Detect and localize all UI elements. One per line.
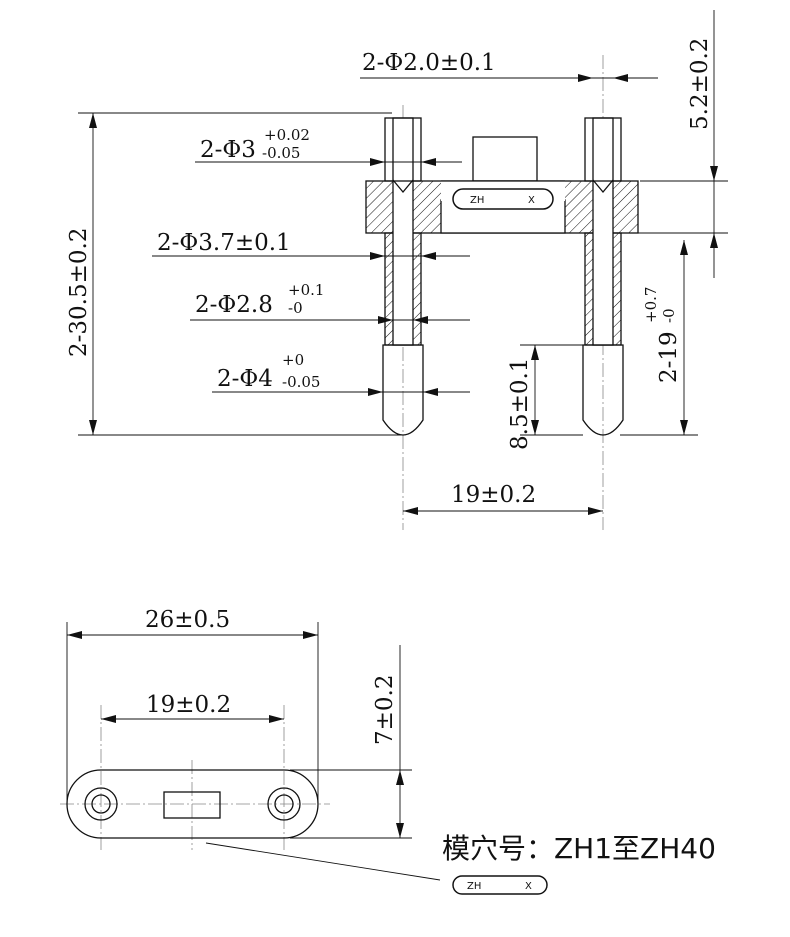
dim-pin-spacing-top: 19±0.2 [403, 482, 603, 515]
bottom-center-block [163, 791, 221, 819]
dim-overall-length: 2-30.5±0.2 [66, 112, 403, 436]
dim-pin-head-tol-upper: +0.02 [264, 126, 310, 144]
bottom-right-pin-outer [267, 787, 301, 821]
top-block [472, 136, 538, 182]
right-pin [582, 117, 624, 436]
dim-pin-spacing-top-label: 19±0.2 [451, 482, 536, 508]
dim-body-height: 7±0.2 [290, 645, 412, 839]
dim-pin-spacing-bottom-label: 19±0.2 [146, 692, 231, 718]
dim-pin-head-dia: 2-Φ3 +0.02 -0.05 [195, 126, 462, 166]
dim-pin-head-tol-lower: -0.05 [262, 144, 300, 162]
bottom-left-pin-outer [84, 787, 118, 821]
mold-mark-top-right: X [528, 195, 535, 206]
mold-mark-leader [205, 842, 441, 881]
bottom-left-pin-inner [91, 794, 111, 814]
dim-tip-length-label: 8.5±0.1 [507, 358, 533, 450]
dim-tip-dia-label: 2-Φ4 [217, 366, 273, 392]
dim-sleeve-tol-lower: -0 [288, 299, 303, 317]
mold-mark-bottom: ZH X [452, 875, 548, 895]
dim-shoulder-dia-label: 2-Φ3.7±0.1 [157, 230, 291, 256]
dim-overall-length-label: 2-30.5±0.2 [66, 228, 92, 357]
dim-pin-length: 2-19 +0.7 -0 [620, 240, 698, 436]
dim-sleeve-dia-label: 2-Φ2.8 [195, 292, 273, 318]
dim-pin-hole-dia-label: 2-Φ2.0±0.1 [362, 50, 496, 76]
dim-pin-head-dia-label: 2-Φ3 [200, 137, 256, 163]
dim-tip-tol-upper: +0 [282, 351, 304, 369]
mold-mark-top-left: ZH [470, 195, 484, 206]
mold-mark-bottom-right: X [525, 881, 532, 892]
dim-top-height: 5.2±0.2 [620, 10, 728, 278]
dim-tip-tol-lower: -0.05 [282, 373, 320, 391]
mold-mark-bottom-left: ZH [467, 881, 481, 892]
dim-pin-length-tol-upper: +0.7 [642, 287, 660, 323]
dim-top-height-label: 5.2±0.2 [687, 38, 713, 130]
top-view: ZH X 2-Φ2.0±0.1 [66, 10, 728, 530]
mold-mark-top: ZH X [452, 188, 554, 210]
dim-pin-length-tol-lower: -0 [660, 308, 678, 323]
left-pin [382, 117, 424, 436]
dim-pin-length-label: 2-19 [656, 331, 682, 383]
dim-shoulder-dia: 2-Φ3.7±0.1 [152, 230, 470, 260]
dim-tip-dia: 2-Φ4 +0 -0.05 [212, 351, 470, 396]
bottom-view: 26±0.5 19±0.2 7±0.2 模穴号：ZH1至ZH40 ZH X [60, 607, 716, 895]
bottom-body-outline [66, 769, 319, 839]
mold-cavity-label: 模穴号：ZH1至ZH40 [442, 832, 716, 865]
dim-tip-length: 8.5±0.1 [507, 344, 583, 450]
dim-body-width: 26±0.5 [66, 607, 319, 804]
bottom-right-pin-inner [274, 794, 294, 814]
dim-pin-spacing-bottom: 19±0.2 [101, 692, 284, 723]
dim-body-height-label: 7±0.2 [372, 675, 398, 745]
dim-body-width-label: 26±0.5 [145, 607, 230, 633]
dim-sleeve-dia: 2-Φ2.8 +0.1 -0 [190, 281, 470, 324]
dim-pin-hole-dia: 2-Φ2.0±0.1 [360, 50, 658, 82]
dim-sleeve-tol-upper: +0.1 [288, 281, 324, 299]
